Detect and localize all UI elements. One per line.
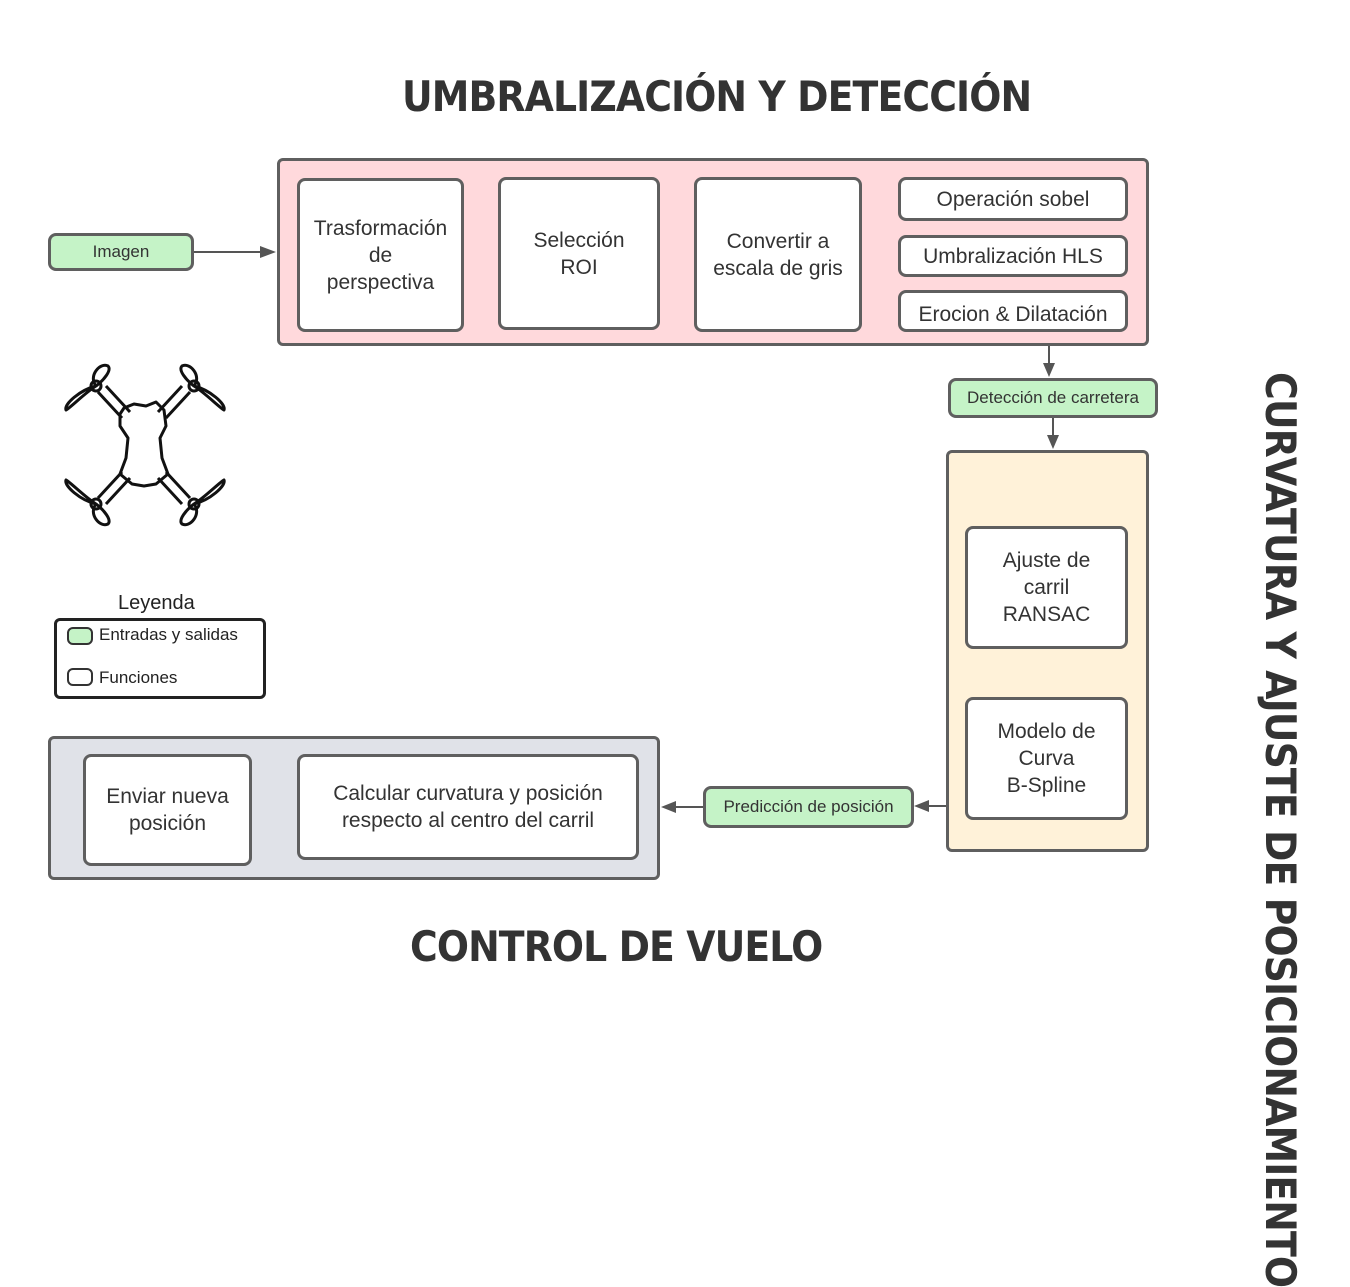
drone-icon xyxy=(64,363,226,527)
fn-calcular-curvatura[interactable]: Calcular curvatura y posición respecto a… xyxy=(297,754,639,860)
arrowhead-control xyxy=(661,801,676,813)
io-prediccion-posicion[interactable]: Predicción de posición xyxy=(703,786,914,828)
fn-umbralizacion-hls[interactable]: Umbralización HLS xyxy=(898,235,1128,277)
fn-ajuste-ransac[interactable]: Ajuste de carril RANSAC xyxy=(965,526,1128,649)
fn-operacion-sobel[interactable]: Operación sobel xyxy=(898,177,1128,221)
io-imagen[interactable]: Imagen xyxy=(48,233,194,271)
io-deteccion-carretera[interactable]: Detección de carretera xyxy=(948,378,1158,418)
fn-erosion-dilatacion[interactable]: Erocion & Dilatación xyxy=(898,290,1128,332)
legend-io-label: Entradas y salidas xyxy=(99,625,238,644)
arrowhead-imagen xyxy=(260,246,276,258)
arrowhead-curvature xyxy=(1047,435,1059,449)
arrowhead-road xyxy=(1043,363,1055,377)
arrowhead-prediction xyxy=(914,800,929,812)
fn-escala-gris[interactable]: Convertir a escala de gris xyxy=(694,177,862,332)
fn-seleccion-roi[interactable]: Selección ROI xyxy=(498,177,660,330)
legend-fn-label: Funciones xyxy=(99,668,178,687)
legend-title: Leyenda xyxy=(118,592,195,614)
fn-transformacion-perspectiva[interactable]: Trasformación de perspectiva xyxy=(297,178,464,332)
title-umbralizacion: UMBRALIZACIÓN Y DETECCIÓN xyxy=(402,72,1032,121)
fn-modelo-bspline[interactable]: Modelo de Curva B-Spline xyxy=(965,697,1128,820)
fn-enviar-posicion[interactable]: Enviar nueva posición xyxy=(83,754,252,866)
legend-io-swatch xyxy=(67,627,93,645)
title-control-vuelo: CONTROL DE VUELO xyxy=(410,922,823,971)
legend-fn-swatch xyxy=(67,668,93,686)
connector-arrows xyxy=(194,246,1059,813)
